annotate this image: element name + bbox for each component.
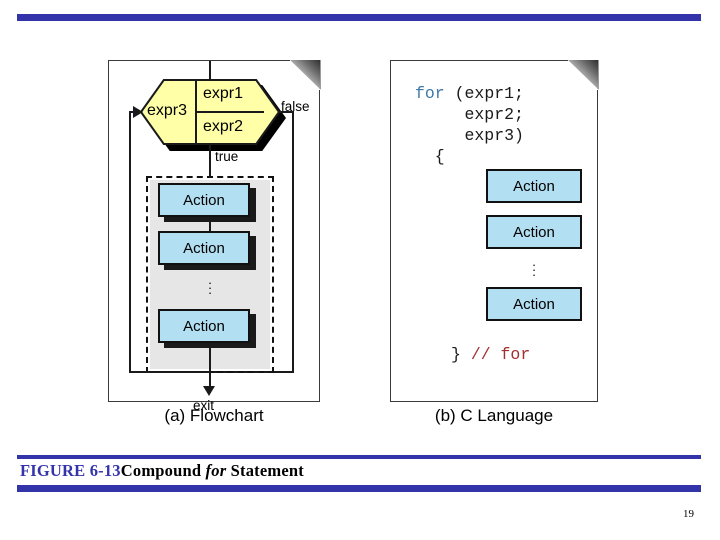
top-accent-bar bbox=[17, 14, 701, 21]
figure-caption: FIGURE 6-13Compound for Statement bbox=[20, 461, 304, 481]
loop-back-arrowhead bbox=[133, 106, 143, 118]
decision-expr3-label: expr3 bbox=[147, 102, 188, 119]
exit-arrowhead bbox=[203, 386, 215, 396]
for-comment: // for bbox=[470, 345, 531, 364]
code-action-box-1: Action bbox=[486, 169, 582, 203]
true-label: true bbox=[215, 149, 239, 164]
false-branch-line-v bbox=[292, 111, 294, 373]
action-box-1: Action bbox=[158, 183, 250, 217]
false-label: false bbox=[281, 99, 310, 114]
loop-back-line-h bbox=[129, 371, 211, 373]
action-box-2: Action bbox=[158, 231, 250, 265]
false-branch-line-h bbox=[279, 111, 294, 113]
code-ellipsis-icon: ... bbox=[532, 254, 536, 279]
figure-title-pre: Compound bbox=[120, 461, 206, 480]
closing-brace: } bbox=[451, 345, 471, 364]
flowchart-ellipsis-icon: ... bbox=[208, 272, 212, 297]
figure-number: FIGURE 6-13 bbox=[20, 461, 121, 480]
decision-expr1-label: expr1 bbox=[203, 85, 244, 102]
code-action-box-3: Action bbox=[486, 287, 582, 321]
decision-divider-horizontal bbox=[196, 111, 264, 113]
code-caption: (b) C Language bbox=[434, 406, 554, 425]
page-number: 19 bbox=[683, 508, 694, 520]
figure-title-keyword: for bbox=[205, 461, 227, 480]
true-branch-line bbox=[209, 145, 211, 178]
caption-top-accent-bar bbox=[17, 455, 701, 459]
decision-expr2-label: expr2 bbox=[203, 118, 244, 135]
figure-title-post: Statement bbox=[226, 461, 304, 480]
compound-exit-line bbox=[209, 343, 211, 390]
entry-line bbox=[209, 61, 211, 81]
action-connector-1 bbox=[209, 217, 211, 231]
loop-back-line-v bbox=[129, 111, 131, 373]
for-keyword: for bbox=[415, 84, 445, 103]
flowchart-caption: (a) Flowchart bbox=[164, 406, 264, 425]
for-closing-line: } // for bbox=[451, 345, 530, 364]
code-panel: for (expr1; expr2; expr3) { Action Actio… bbox=[390, 59, 599, 402]
caption-bottom-accent-bar bbox=[17, 485, 701, 492]
for-header-rest: (expr1; expr2; expr3) { bbox=[434, 84, 524, 166]
for-statement-header: for (expr1; expr2; expr3) { bbox=[415, 83, 524, 167]
flowchart-panel: expr3 expr1 expr2 false true Action Acti… bbox=[108, 59, 321, 413]
action-box-3: Action bbox=[158, 309, 250, 343]
decision-hexagon: expr3 expr1 expr2 bbox=[140, 79, 286, 151]
figure-illustration: expr3 expr1 expr2 false true Action Acti… bbox=[0, 40, 720, 440]
exit-label: exit bbox=[193, 398, 215, 413]
code-action-box-2: Action bbox=[486, 215, 582, 249]
